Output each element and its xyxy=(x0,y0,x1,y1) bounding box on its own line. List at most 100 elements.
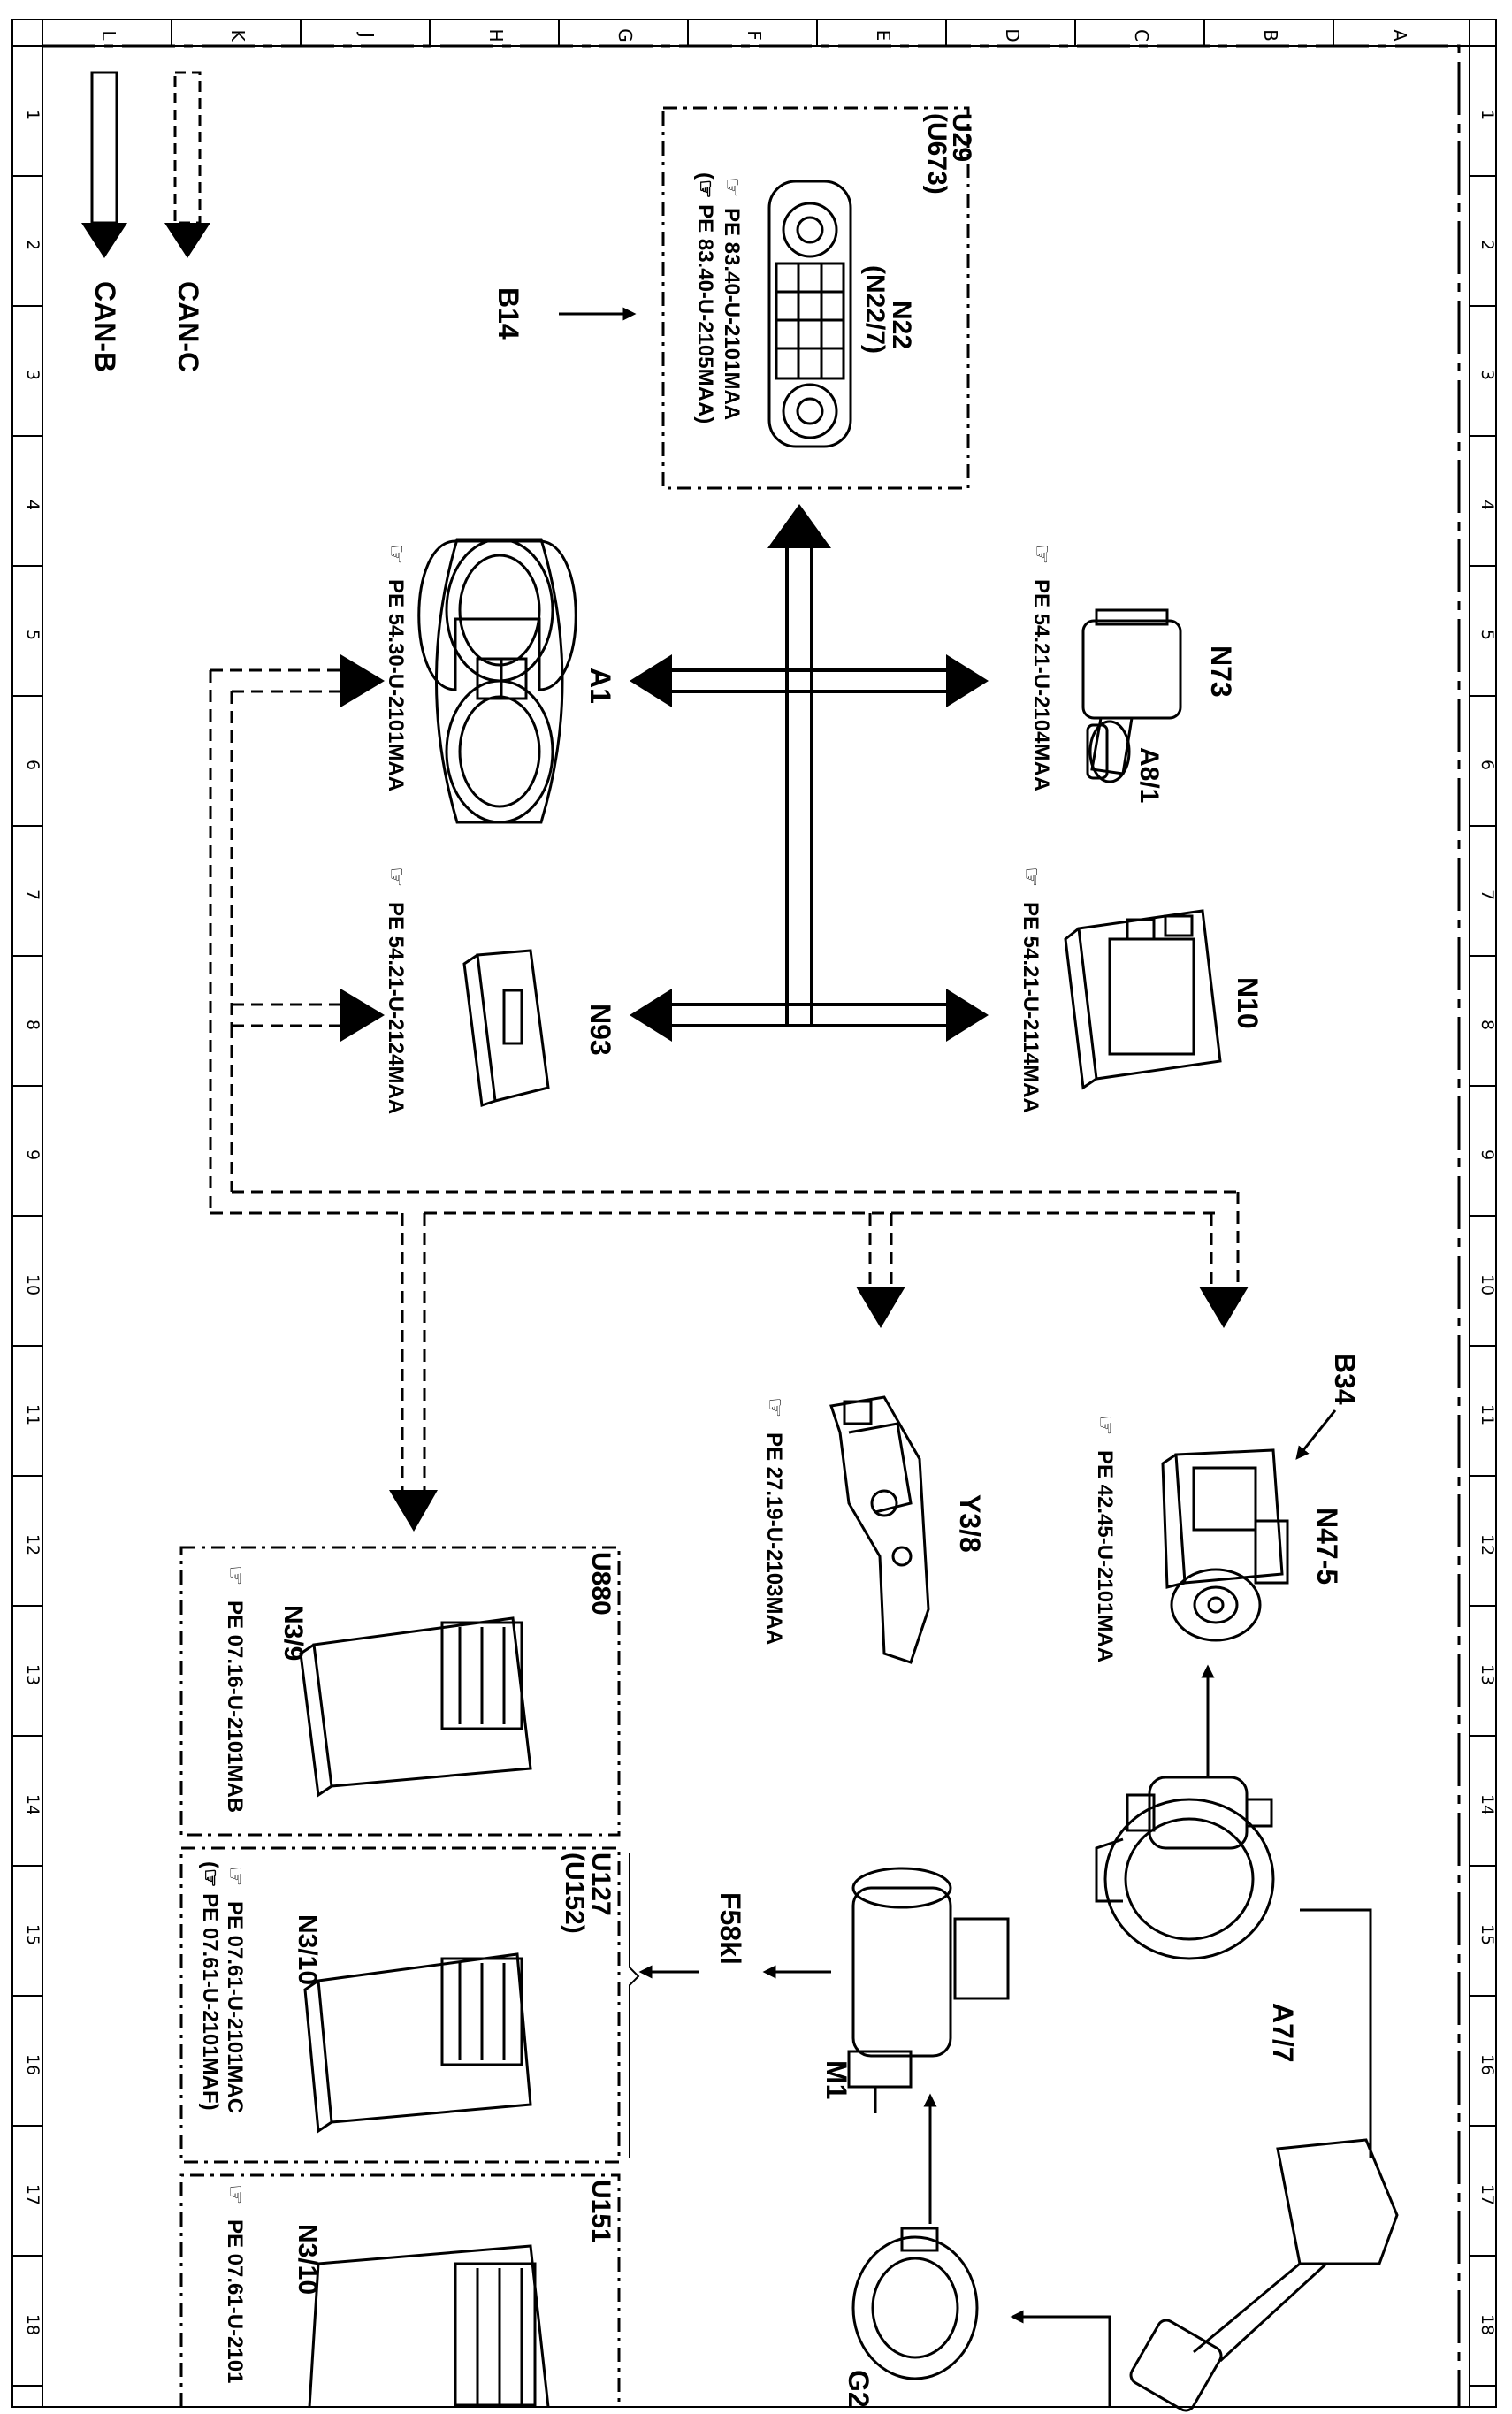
b14-label: B14 xyxy=(493,287,524,340)
row-label-4: 4 xyxy=(23,500,42,510)
row-label-10: 10 xyxy=(23,1274,42,1295)
pointer-icon-a1: ☞ xyxy=(383,544,409,564)
col-label-D: D xyxy=(1002,28,1023,42)
n10-ref: PE 54.21-U-2114MAA xyxy=(1019,902,1042,1113)
row-label-14: 14 xyxy=(23,1794,42,1815)
row-label-9: 9 xyxy=(23,1150,42,1160)
row-label-17-right: 17 xyxy=(1478,2184,1497,2205)
sheet-frame xyxy=(11,19,1497,2408)
u127-label: U127 xyxy=(586,1853,615,1916)
pointer-icon-y3: ☞ xyxy=(761,1397,788,1417)
pointer-icon-n93: ☞ xyxy=(383,867,409,887)
row-label-8-right: 8 xyxy=(1478,1020,1497,1030)
a1-ref: PE 54.30-U-2101MAA xyxy=(384,579,408,791)
row-label-5: 5 xyxy=(23,630,42,640)
engine-control-unit-n39-icon xyxy=(299,1616,532,1798)
row-label-18-right: 18 xyxy=(1478,2314,1497,2335)
row-label-3: 3 xyxy=(23,370,42,380)
col-label-J: J xyxy=(356,31,378,38)
legend-can-c-label: CAN-C xyxy=(172,281,204,372)
pedal-link-line xyxy=(1300,1908,1372,2158)
n3-10-ref-secondary: (☞ PE 07.61-U-2101MAF) xyxy=(198,1861,222,2111)
row-label-6-right: 6 xyxy=(1478,760,1497,770)
row-label-12-right: 12 xyxy=(1478,1534,1497,1555)
row-label-2: 2 xyxy=(23,240,42,250)
pointer-icon-n39: ☞ xyxy=(222,1565,248,1585)
row-label-18: 18 xyxy=(23,2314,42,2335)
a8-1-label: A8/1 xyxy=(1134,747,1164,803)
row-label-4-right: 4 xyxy=(1478,500,1497,510)
n73-ref: PE 54.21-U-2104MAA xyxy=(1029,579,1053,791)
row-label-11: 11 xyxy=(23,1404,42,1425)
row-label-15: 15 xyxy=(23,1924,42,1945)
pointer-icon-n73: ☞ xyxy=(1028,544,1055,564)
pointer-icon-n10: ☞ xyxy=(1018,867,1044,887)
legend-can-c-arrow xyxy=(164,71,210,258)
row-label-7-right: 7 xyxy=(1478,890,1497,900)
pointer-icon-n47: ☞ xyxy=(1092,1415,1119,1435)
climate-control-panel-icon xyxy=(767,180,852,448)
engine-control-unit-n310-icon xyxy=(303,1952,532,2134)
u29-dashed-box xyxy=(661,106,970,490)
y3-8-ref: PE 27.19-U-2103MAA xyxy=(762,1432,786,1645)
pointer-icon-n310: ☞ xyxy=(222,1866,248,1886)
row-label-12: 12 xyxy=(23,1534,42,1555)
col-label-B: B xyxy=(1260,29,1281,42)
pointer-icon-n310b: ☞ xyxy=(222,2184,248,2204)
row-label-6: 6 xyxy=(23,760,42,770)
column-labels: L K J H G F E D C B A xyxy=(98,28,1410,42)
legend-can-b-arrow xyxy=(81,71,127,258)
row-label-7: 7 xyxy=(23,890,42,900)
control-unit-n10-icon xyxy=(1064,909,1222,1090)
legend: CAN-B CAN-C xyxy=(81,71,210,372)
u152-label: (U152) xyxy=(560,1853,589,1934)
m1-label: M1 xyxy=(821,2060,852,2099)
u151-label: U151 xyxy=(586,2180,615,2243)
n47-5-label: N47-5 xyxy=(1311,1508,1343,1585)
col-label-H: H xyxy=(485,28,507,42)
pointer-icon: ☞ xyxy=(719,177,745,197)
row-label-9-right: 9 xyxy=(1478,1150,1497,1160)
n22-ref-secondary: (☞ PE 83.40-U-2105MAA) xyxy=(693,172,717,424)
col-label-E: E xyxy=(873,30,894,42)
row-label-16: 16 xyxy=(23,2054,42,2075)
row-labels-left: 1 2 3 4 5 6 7 8 9 10 11 12 13 14 15 16 1… xyxy=(23,110,42,2335)
u151-dashed-box xyxy=(179,2173,621,2407)
n93-ref: PE 54.21-U-2124MAA xyxy=(384,902,408,1114)
row-label-17: 17 xyxy=(23,2184,42,2205)
can-c-bus xyxy=(209,668,1240,1490)
can-b-bus xyxy=(630,504,989,1042)
row-label-10-right: 10 xyxy=(1478,1274,1497,1295)
n47-5-ref: PE 42.45-U-2101MAA xyxy=(1093,1450,1117,1662)
y3-8-label: Y3/8 xyxy=(954,1494,986,1553)
starter-motor-icon xyxy=(847,1867,1010,2113)
col-label-F: F xyxy=(744,30,765,41)
u127-dashed-box xyxy=(179,1846,621,2164)
b34-pointer xyxy=(1295,1409,1337,1460)
col-label-L: L xyxy=(98,30,119,41)
transmission-valve-body-icon xyxy=(829,1395,930,1664)
instrument-cluster-icon xyxy=(417,538,577,824)
a1-label: A1 xyxy=(584,668,616,704)
n93-label: N93 xyxy=(584,1004,616,1056)
col-label-K: K xyxy=(227,29,248,42)
ignition-switch-icon xyxy=(1081,608,1182,783)
u673-label: (U673) xyxy=(922,113,951,195)
col-label-C: C xyxy=(1131,29,1152,42)
row-label-16-right: 16 xyxy=(1478,2054,1497,2075)
row-label-1: 1 xyxy=(23,110,42,120)
brake-pedal-icon xyxy=(1129,2138,1399,2412)
u29-label: U29 xyxy=(947,113,976,162)
row-label-1-right: 1 xyxy=(1478,110,1497,120)
n3-10-label: N3/10 xyxy=(293,1914,322,1985)
f58kl-label: F58kl xyxy=(714,1892,746,1965)
can-c-arrowheads xyxy=(340,654,1249,1532)
n3-10-ref-primary: PE 07.61-U-2101MAC xyxy=(223,1901,247,2113)
brake-booster-icon xyxy=(1095,1776,1275,1960)
g2-label: G2 xyxy=(843,2370,874,2408)
n22-7-label: (N22/7) xyxy=(860,265,890,354)
n3-9-ref: PE 07.16-U-2101MAB xyxy=(223,1600,247,1813)
u880-dashed-box xyxy=(179,1546,621,1837)
n73-label: N73 xyxy=(1205,646,1237,698)
